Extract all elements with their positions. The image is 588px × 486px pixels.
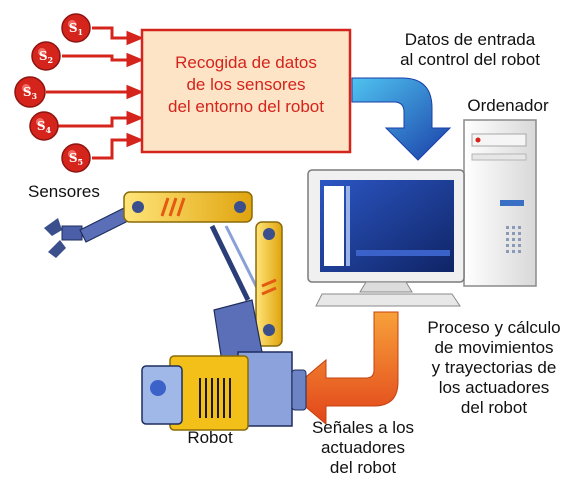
sensor-labels: S1 S2 S3 S4 S5	[23, 21, 83, 167]
data-collection-text: Recogida de datos de los sensores del en…	[142, 52, 350, 118]
data-collection-box	[140, 28, 352, 154]
box-line: del entorno del robot	[168, 97, 324, 116]
sensor-label-3: S3	[23, 85, 38, 101]
box-line: Recogida de datos	[175, 53, 317, 72]
box-line: de los sensores	[186, 75, 306, 94]
sensor-links	[46, 26, 144, 160]
computer-icon	[307, 119, 537, 307]
return-arrow	[287, 311, 399, 426]
input-data-label: Datos de entrada al control del robot	[400, 30, 540, 69]
sensor-label-5: S5	[69, 151, 83, 167]
sensor-label-1: S1	[69, 21, 83, 37]
computer-label: Ordenador	[467, 96, 549, 115]
robot-label: Robot	[187, 428, 233, 447]
processing-label: Proceso y cálculo de movimientos y traye…	[427, 318, 561, 417]
sensors-label: Sensores	[28, 182, 100, 201]
robot-arm-icon	[44, 191, 307, 431]
sensor-label-4: S4	[37, 119, 52, 135]
sensor-label-2: S2	[39, 49, 53, 65]
sensor-icon	[14, 13, 91, 173]
down-arrow-icon	[351, 77, 452, 161]
signals-label: Señales a los actuadores del robot	[311, 418, 415, 477]
